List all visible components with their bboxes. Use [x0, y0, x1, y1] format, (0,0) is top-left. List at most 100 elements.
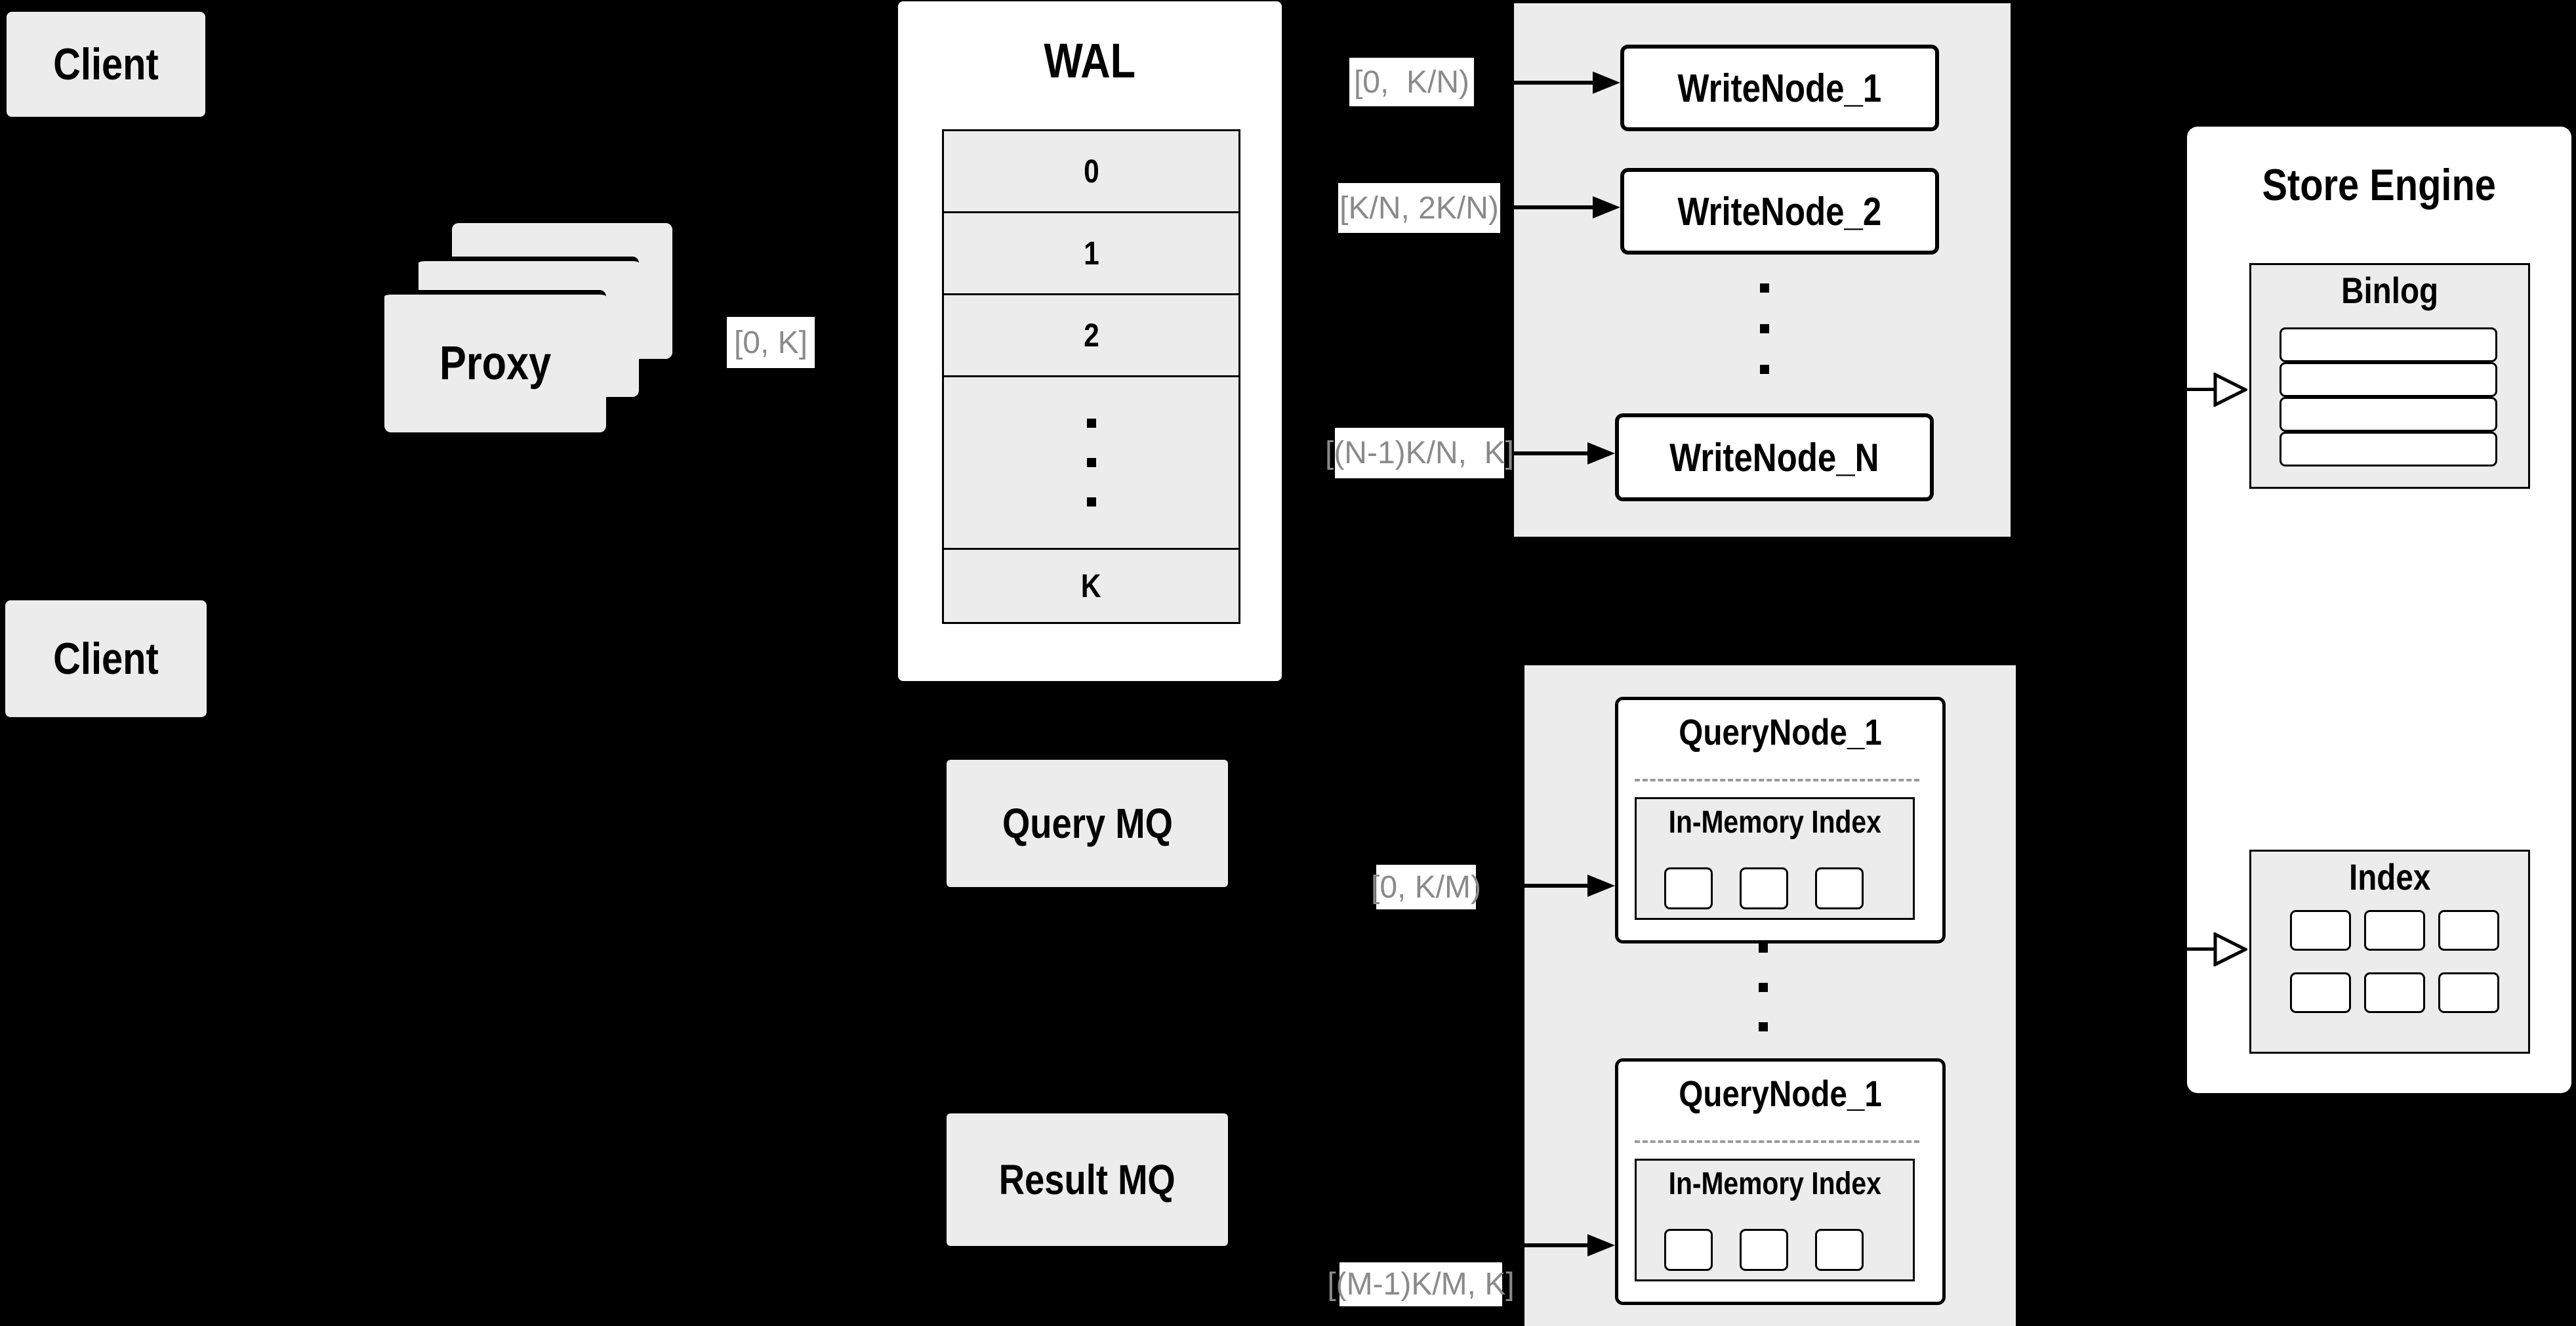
binlog-row: [2280, 432, 2497, 466]
arrowhead-writenode-2-top: [1593, 196, 1620, 218]
store-engine-title: Store Engine: [2262, 160, 2497, 210]
ellipsis-dot: [1086, 458, 1096, 467]
client-top-label: Client: [53, 39, 159, 89]
edge-to-querynode-bottom: [1410, 1243, 1589, 1247]
edge-label-write-1: [0, K/N): [1349, 58, 1474, 106]
query-node-bottom-title: QueryNode_1: [1679, 1073, 1882, 1114]
edge-segment-querynode-bottom: [1524, 1243, 1589, 1247]
arrowhead-querynode-top-2: [1587, 875, 1615, 897]
query-mq-box: Query MQ: [947, 760, 1228, 887]
query-node-bottom-divider: [1635, 1140, 1919, 1143]
wal-slot-0-label: 0: [1083, 153, 1099, 190]
in-memory-index-bottom-title: In-Memory Index: [1668, 1167, 1881, 1201]
result-mq-box: Result MQ: [947, 1113, 1228, 1246]
query-node-top-title: QueryNode_1: [1679, 711, 1882, 753]
query-mq-label: Query MQ: [1002, 800, 1173, 847]
index-segment: [1815, 867, 1864, 909]
index-cell: [2290, 910, 2351, 951]
edge-label-proxy-to-wal: [0, K]: [727, 317, 815, 368]
result-mq-label: Result MQ: [999, 1156, 1176, 1203]
wal-title-row: WAL: [898, 33, 1282, 89]
edge-label-write-2: [K/N, 2K/N): [1338, 183, 1500, 233]
client-bottom-label: Client: [53, 634, 159, 684]
arrowhead-writenode-1-top: [1593, 72, 1620, 94]
edge-segment-writenode-2: [1514, 205, 1594, 209]
index-box: Index: [2249, 850, 2530, 1054]
write-node-n-label: WriteNode_N: [1669, 435, 1879, 480]
binlog-title: Binlog: [2341, 270, 2439, 311]
in-memory-index-bottom-title-row: In-Memory Index: [1637, 1166, 1913, 1202]
write-nodes-ellipsis: [1760, 283, 1769, 374]
arrowhead-querynode-bottom-2: [1587, 1234, 1615, 1256]
index-segment: [1664, 867, 1713, 909]
wal-slot-1: 1: [944, 213, 1238, 295]
index-segment: [1815, 1229, 1864, 1271]
wal-slot-2: 2: [944, 295, 1238, 377]
edge-label-write-n: [(N-1)K/N, K]: [1325, 428, 1514, 478]
edge-to-binlog: [2158, 388, 2216, 391]
index-cell: [2290, 972, 2351, 1013]
index-cell: [2364, 972, 2425, 1013]
open-arrowhead-index: [2213, 932, 2247, 966]
client-top-box: Client: [7, 12, 205, 117]
index-cell: [2438, 972, 2499, 1013]
binlog-row: [2280, 397, 2497, 432]
wal-slot-k: K: [944, 550, 1238, 622]
write-node-1-label: WriteNode_1: [1677, 66, 1882, 110]
proxy-card-front: Proxy: [384, 290, 606, 432]
wal-slot-k-label: K: [1081, 568, 1101, 604]
edge-to-querynode-top: [1410, 884, 1589, 888]
wal-table: 0 1 2 K: [942, 129, 1240, 624]
edge-segment-writenode-n: [1514, 451, 1589, 455]
store-engine-title-row: Store Engine: [2187, 159, 2571, 211]
ellipsis-dot: [1086, 497, 1096, 507]
edge-segment-writenode-1: [1514, 81, 1594, 85]
ellipsis-dot: [1759, 983, 1768, 992]
ellipsis-dot: [1759, 1022, 1768, 1031]
ellipsis-dot: [1760, 365, 1769, 374]
open-arrowhead-binlog: [2213, 373, 2247, 407]
edge-label-query-m: [(M-1)K/M, K]: [1327, 1262, 1515, 1306]
store-engine-box: Store Engine Binlog Index: [2187, 127, 2571, 1093]
in-memory-index-top-title: In-Memory Index: [1668, 805, 1881, 840]
index-segment: [1740, 1229, 1788, 1271]
client-bottom-box: Client: [5, 600, 207, 717]
index-title: Index: [2348, 856, 2431, 898]
wal-ellipsis-cell: [944, 377, 1238, 550]
query-node-bottom-box: QueryNode_1 In-Memory Index: [1615, 1058, 1946, 1305]
query-node-bottom-title-row: QueryNode_1: [1618, 1072, 1942, 1115]
edge-label-write-1-text: [0, K/N): [1353, 64, 1470, 100]
wal-title: WAL: [1044, 33, 1136, 88]
wal-box: WAL 0 1 2 K: [898, 1, 1282, 681]
proxy-label: Proxy: [439, 337, 552, 390]
edge-to-index: [2158, 947, 2216, 951]
edge-label-write-n-text: [(N-1)K/N, K]: [1324, 436, 1515, 470]
write-node-2-label: WriteNode_2: [1677, 189, 1882, 234]
write-node-2-box: WriteNode_2: [1620, 168, 1939, 255]
arrowhead-writenode-n-top: [1587, 442, 1615, 465]
binlog-title-row: Binlog: [2251, 269, 2528, 312]
write-node-1-box: WriteNode_1: [1620, 45, 1939, 131]
ellipsis-dot: [1086, 419, 1096, 428]
query-nodes-ellipsis: [1759, 943, 1768, 1031]
edge-label-query-1-text: [0, K/M): [1370, 869, 1482, 905]
in-memory-index-top-title-row: In-Memory Index: [1637, 804, 1913, 840]
query-node-top-box: QueryNode_1 In-Memory Index: [1615, 697, 1946, 943]
index-cell: [2438, 910, 2499, 951]
index-cell: [2364, 910, 2425, 951]
index-segment: [1740, 867, 1788, 909]
index-title-row: Index: [2251, 856, 2528, 898]
index-segment: [1664, 1229, 1713, 1271]
edge-label-proxy-to-wal-text: [0, K]: [733, 325, 808, 360]
edge-label-query-m-text: [(M-1)K/M, K]: [1327, 1267, 1515, 1302]
ellipsis-dot: [1760, 283, 1769, 293]
write-node-n-box: WriteNode_N: [1615, 413, 1934, 501]
edge-segment-querynode-top: [1524, 884, 1589, 888]
binlog-row: [2280, 362, 2497, 397]
in-memory-index-top-box: In-Memory Index: [1635, 797, 1915, 920]
wal-slot-0: 0: [944, 131, 1238, 213]
edge-label-query-1: [0, K/M): [1371, 865, 1481, 909]
ellipsis-dot: [1759, 943, 1768, 953]
query-node-top-title-row: QueryNode_1: [1618, 711, 1942, 753]
